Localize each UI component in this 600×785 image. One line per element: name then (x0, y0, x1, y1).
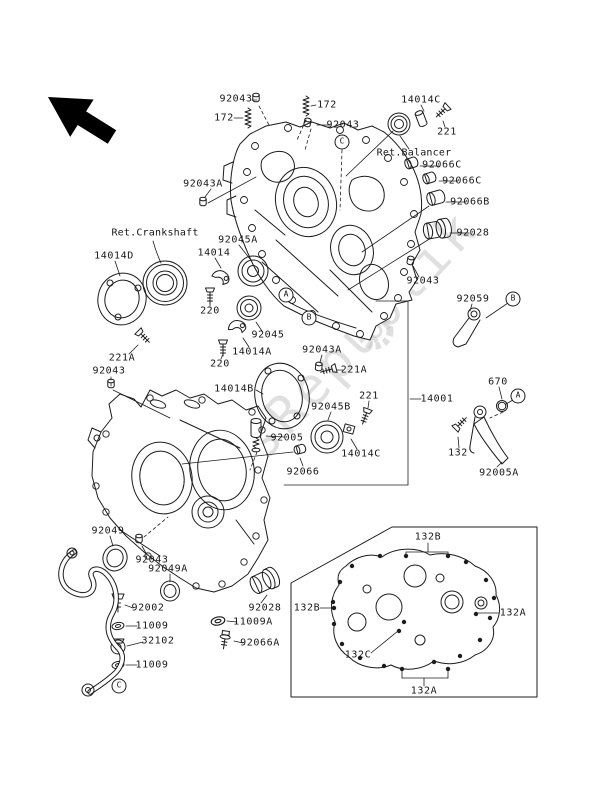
seal-92049a (160, 580, 180, 602)
part-label-p46: 92066A (240, 637, 280, 649)
part-label-p34: 670 (488, 376, 508, 388)
part-label-p39: 92049A (148, 563, 188, 575)
part-label-p03: 172 (317, 99, 337, 111)
nut-14014c (342, 423, 356, 435)
part-label-p49: 132A (499, 607, 527, 619)
bearing-92045 (236, 295, 262, 321)
part-label-p36: 92005A (479, 467, 519, 479)
part-label-p21: 221A (108, 352, 136, 364)
part-label-p40: 92002 (131, 602, 165, 614)
part-label-p22: 92043 (92, 365, 126, 377)
plug-92066c-2 (422, 171, 437, 185)
part-label-p02: 172 (214, 112, 234, 124)
part-label-p27: 221 (359, 390, 379, 402)
part-label-p14: 14014D (94, 250, 134, 262)
part-label-p06: 221 (437, 126, 457, 138)
part-label-p45: 11009A (233, 616, 273, 628)
part-label-p16: 14014 (197, 247, 231, 259)
bearing-balancer (387, 112, 411, 136)
leader-lines (109, 99, 514, 687)
ref-label-balancer: Ret.Balancer (376, 147, 452, 159)
part-label-p25: 14014B (214, 383, 254, 395)
bolt-92066a (219, 630, 231, 650)
lever-92005a (469, 405, 509, 465)
part-label-p28: 92005 (270, 432, 304, 444)
part-label-p31: 92043 (406, 275, 440, 287)
part-label-p12: 92043A (183, 178, 223, 190)
upper-crankcase-half (222, 121, 423, 341)
plunger-92005 (250, 418, 262, 453)
gasket-bolt-dots (330, 553, 497, 672)
plate-14014d (97, 272, 147, 326)
gasket-outline (331, 548, 501, 670)
part-label-p15: 92045A (218, 234, 258, 246)
bearing-92045a (237, 255, 269, 287)
lower-crankcase-half (87, 389, 271, 593)
part-label-p35: 132 (448, 447, 468, 459)
part-label-p47: 132B (414, 531, 442, 543)
plug-92066c-1 (404, 156, 419, 170)
ref-bubble-b-right: B (505, 291, 521, 307)
oring-670 (496, 400, 508, 412)
part-label-p42: 32102 (141, 635, 175, 647)
part-label-p04: 92043 (326, 119, 360, 131)
ref-label-crankshaft: Ret.Crankshaft (111, 227, 199, 239)
part-label-p17: 220 (200, 305, 220, 317)
ref-bubble-c-top: C (334, 134, 350, 150)
ref-bubble-a-right: A (510, 388, 526, 404)
part-label-p24: 221A (340, 364, 368, 376)
part-label-p51: 132A (410, 685, 438, 697)
part-label-p10: 92066B (450, 196, 490, 208)
bushing-92028-lower (249, 566, 281, 594)
part-label-p44: 92028 (248, 602, 282, 614)
wrench-92059 (452, 307, 481, 348)
part-label-p08: 92066C (422, 159, 462, 171)
ref-bubble-a-case: A (278, 287, 294, 303)
part-label-p20: 220 (210, 358, 230, 370)
claw-14014a (227, 320, 247, 334)
part-label-p38: 92043 (135, 554, 169, 566)
part-label-p29: 14014C (341, 448, 381, 460)
ref-bubble-c-bottom: C (111, 678, 127, 694)
bearing-92045b (310, 420, 344, 454)
gasket-inset-box (290, 526, 538, 698)
part-label-p41: 11009 (135, 620, 169, 632)
seal-92049 (102, 544, 128, 572)
part-label-p32: 92059 (456, 293, 490, 305)
collar-14014c (414, 110, 428, 127)
part-label-p23: 92043A (302, 344, 342, 356)
part-label-p18: 92045 (251, 329, 285, 341)
ref-bubble-b-case: B (301, 310, 317, 326)
part-label-p50: 132C (344, 649, 372, 661)
plate-14014b (254, 362, 310, 430)
part-label-p01: 92043 (219, 93, 253, 105)
part-label-p05: 14014C (401, 94, 441, 106)
direction-arrow-icon (48, 97, 117, 144)
bearing-crankshaft (142, 260, 188, 306)
part-label-p09: 92066C (442, 175, 482, 187)
part-label-p19: 14014A (232, 346, 272, 358)
part-label-p33: 14001 (420, 393, 454, 405)
plug-92066 (293, 443, 307, 455)
part-label-p37: 92049 (91, 525, 125, 537)
ref-box-14001 (283, 300, 422, 486)
oil-pipe-32102 (58, 547, 125, 697)
part-label-p11: 92028 (456, 227, 490, 239)
claw-14014 (211, 270, 230, 286)
plug-92066b (426, 189, 446, 206)
part-label-p48: 132B (293, 602, 321, 614)
part-label-p30: 92066 (286, 466, 320, 478)
part-label-p26: 92045B (311, 401, 351, 413)
part-label-p43: 11009 (135, 659, 169, 671)
